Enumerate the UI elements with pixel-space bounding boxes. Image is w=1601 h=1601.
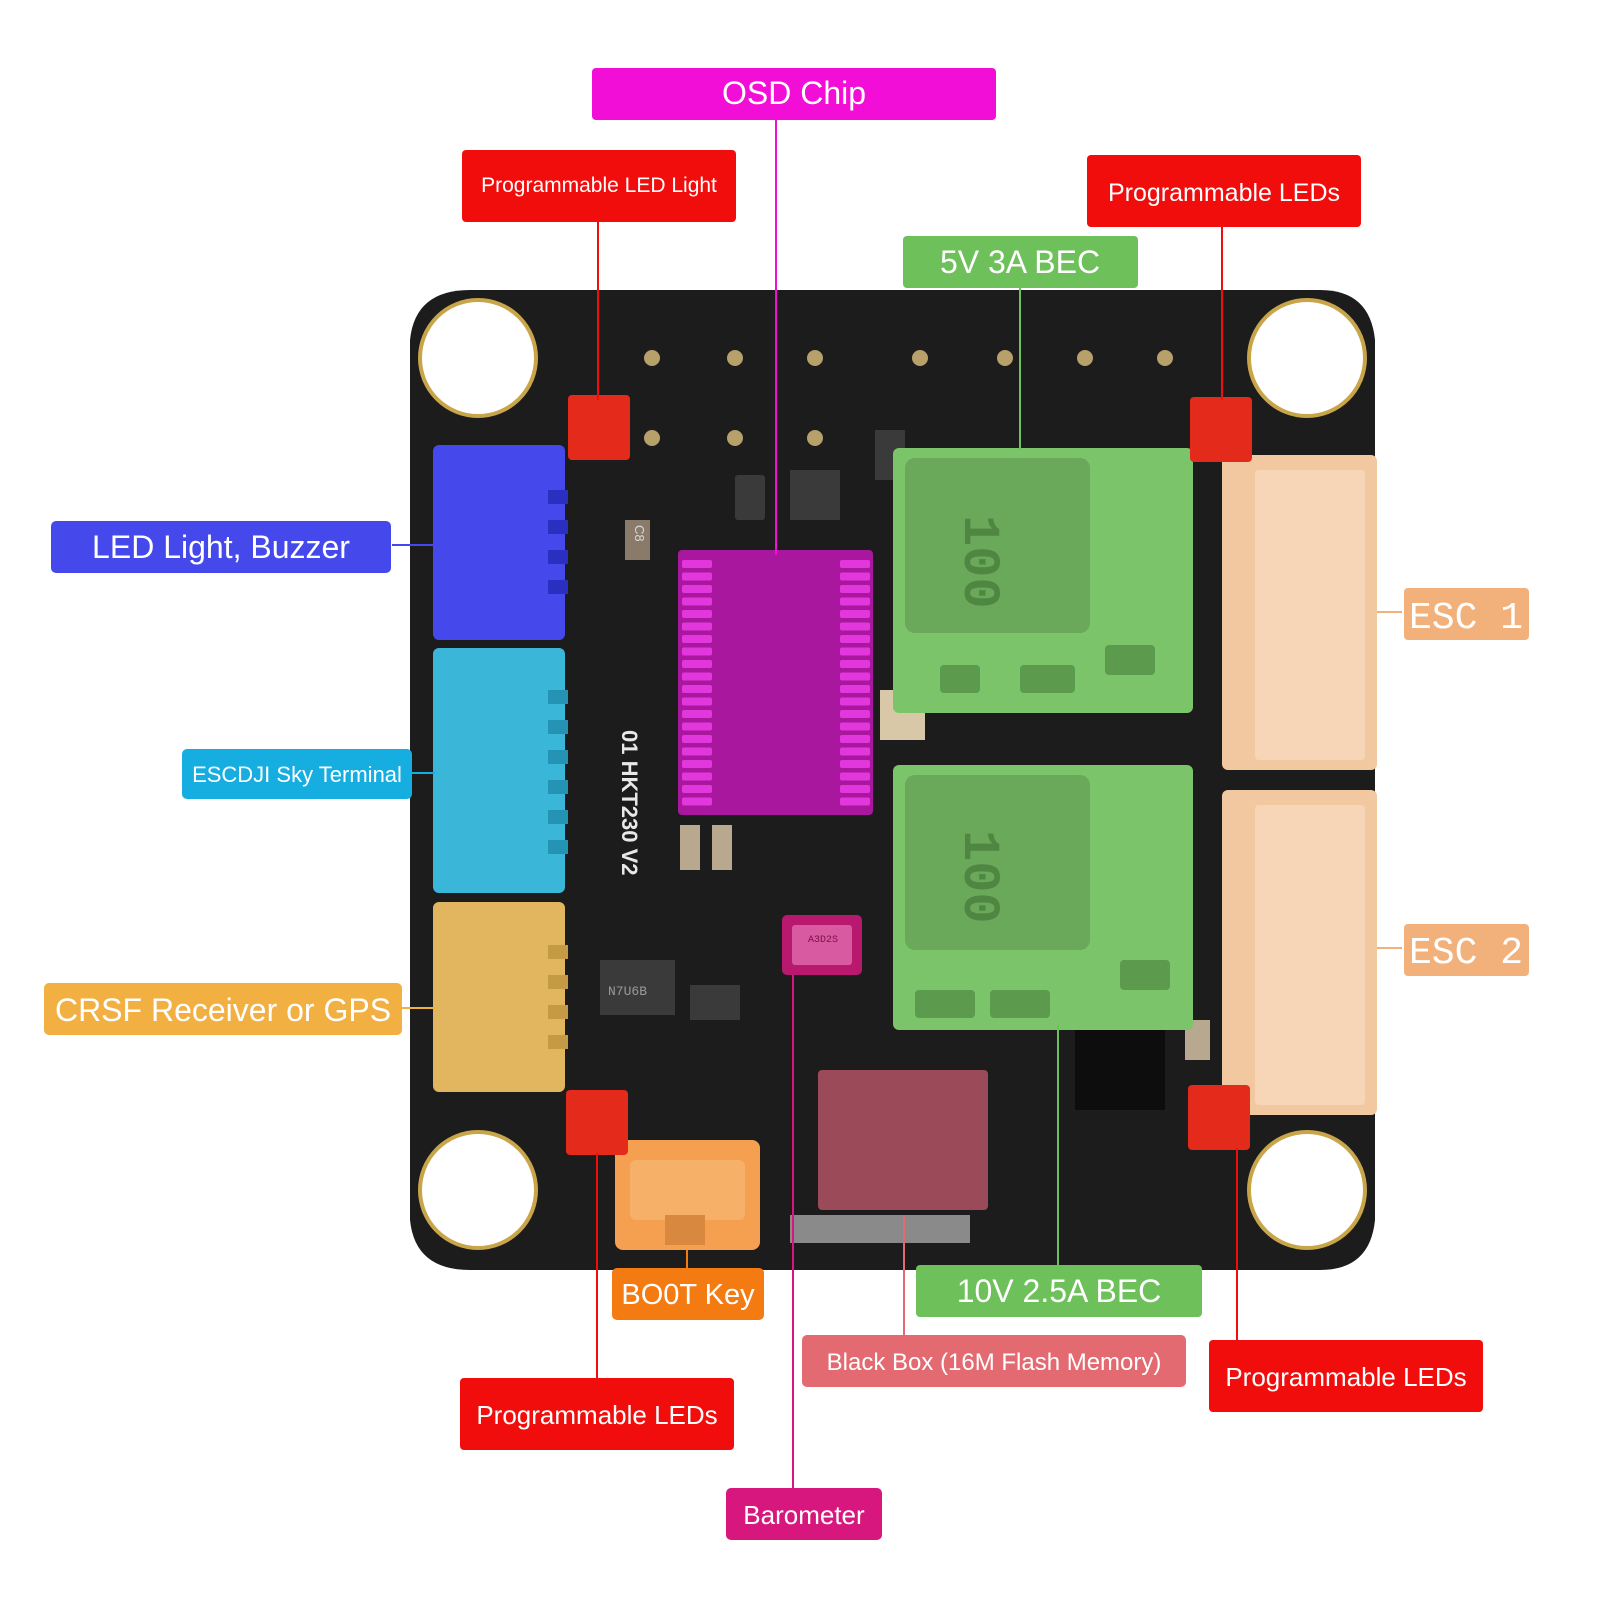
osd-chip-pin (840, 685, 870, 693)
osd-chip-pin (840, 597, 870, 606)
label-bec-10v-text: 10V 2.5A BEC (957, 1273, 1162, 1309)
osd-chip-component (678, 550, 873, 815)
osd-chip-pin (840, 635, 870, 643)
label-programmable-led-light: Programmable LED Light (462, 150, 736, 222)
osd-chip-pin (682, 722, 712, 731)
label-programmable-leds-bottom-left: Programmable LEDs (460, 1378, 734, 1450)
label-osd-chip-text: OSD Chip (722, 75, 866, 111)
label-esc-1: ESC 1 (1404, 588, 1529, 640)
label-programmable-leds-bottom-left-text: Programmable LEDs (476, 1400, 717, 1430)
bec-10v-component: 100 (893, 765, 1193, 1030)
osd-chip-pin (682, 647, 712, 656)
mounting-holes (418, 298, 1367, 1250)
osd-chip-pin (682, 710, 712, 718)
board-silkscreen: 01 HKT230 V2 (617, 730, 642, 876)
osd-chip-pin (682, 735, 712, 743)
label-boot-key: BO0T Key (612, 1268, 764, 1320)
boot-key-component (615, 1140, 760, 1250)
capacitor-marking: C8 (632, 525, 647, 542)
label-programmable-leds-bottom-right-text: Programmable LEDs (1225, 1362, 1466, 1392)
label-led-light-buzzer: LED Light, Buzzer (51, 521, 391, 573)
crsf-gps-connector (433, 902, 568, 1092)
label-programmable-led-light-text: Programmable LED Light (481, 174, 717, 197)
osd-chip-pin (682, 747, 712, 756)
label-programmable-leds-bottom-right: Programmable LEDs (1209, 1340, 1483, 1412)
osd-chip-pin (682, 572, 712, 581)
osd-chip-pin (840, 710, 870, 718)
osd-chip-pin (840, 697, 870, 706)
osd-chip-pin (840, 747, 870, 756)
black-box-component (818, 1070, 988, 1210)
barometer-marking: A3D2S (808, 935, 838, 946)
osd-chip-pin (840, 722, 870, 731)
osd-chip-pin (682, 560, 712, 568)
label-boot-key-text: BO0T Key (621, 1279, 755, 1311)
osd-chip-pin (682, 597, 712, 606)
osd-chip-pin (840, 610, 870, 618)
osd-chip-pin (840, 772, 870, 781)
osd-chip-pin (840, 735, 870, 743)
osd-chip-pin (840, 560, 870, 568)
label-led-light-buzzer-text: LED Light, Buzzer (92, 529, 350, 565)
label-bec-10v: 10V 2.5A BEC (916, 1265, 1202, 1317)
label-osd-chip: OSD Chip (592, 68, 996, 120)
mosfet-marking: N7U6B (608, 984, 647, 999)
osd-chip-pin (840, 797, 870, 806)
osd-chip-pin (682, 797, 712, 806)
osd-chip-pin (682, 772, 712, 781)
label-bec-5v: 5V 3A BEC (903, 236, 1138, 288)
osd-chip-pin (682, 660, 712, 668)
osd-chip-pin (682, 622, 712, 631)
programmable-led-markers (566, 395, 1252, 1155)
label-esc-1-text: ESC 1 (1409, 597, 1523, 640)
label-barometer-text: Barometer (743, 1500, 865, 1530)
esc-1-connector (1222, 455, 1377, 770)
dji-terminal-connector (433, 648, 568, 893)
bec-10v-inductor-marking: 100 (949, 830, 1008, 924)
label-bec-5v-text: 5V 3A BEC (940, 244, 1100, 280)
osd-chip-pin (840, 647, 870, 656)
label-dji-sky-terminal: ESCDJI Sky Terminal (182, 749, 412, 799)
barometer-component: A3D2S (782, 915, 862, 975)
esc-2-connector (1222, 790, 1377, 1115)
label-barometer: Barometer (726, 1488, 882, 1540)
osd-chip-pin (840, 660, 870, 668)
leader-lines (392, 116, 1402, 1488)
led-buzzer-connector (433, 445, 568, 640)
osd-chip-pin (682, 697, 712, 706)
osd-chip-pin (682, 585, 712, 593)
solder-pads (644, 350, 1173, 446)
bec-5v-component: 100 (893, 448, 1193, 713)
osd-chip-pin (682, 685, 712, 693)
osd-chip-pin (840, 585, 870, 593)
label-programmable-leds-top-right-text: Programmable LEDs (1108, 179, 1340, 207)
osd-chip-pin (682, 635, 712, 643)
osd-chip-pin (682, 672, 712, 681)
osd-chip-pin (840, 785, 870, 793)
label-esc-2-text: ESC 2 (1409, 932, 1523, 975)
bec-5v-inductor-marking: 100 (949, 515, 1008, 609)
label-black-box-text: Black Box (16M Flash Memory) (827, 1349, 1162, 1376)
label-crsf-receiver-gps-text: CRSF Receiver or GPS (55, 992, 391, 1028)
label-dji-sky-terminal-text: ESCDJI Sky Terminal (192, 762, 402, 787)
osd-chip-pin (840, 672, 870, 681)
osd-chip-pin (682, 610, 712, 618)
label-programmable-leds-top-right: Programmable LEDs (1087, 155, 1361, 227)
osd-chip-pin (682, 760, 712, 768)
osd-chip-pin (840, 760, 870, 768)
osd-chip-pin (840, 622, 870, 631)
label-esc-2: ESC 2 (1404, 924, 1529, 976)
osd-chip-pin (840, 572, 870, 581)
label-black-box: Black Box (16M Flash Memory) (802, 1335, 1186, 1387)
label-crsf-receiver-gps: CRSF Receiver or GPS (44, 983, 402, 1035)
osd-chip-pin (682, 785, 712, 793)
